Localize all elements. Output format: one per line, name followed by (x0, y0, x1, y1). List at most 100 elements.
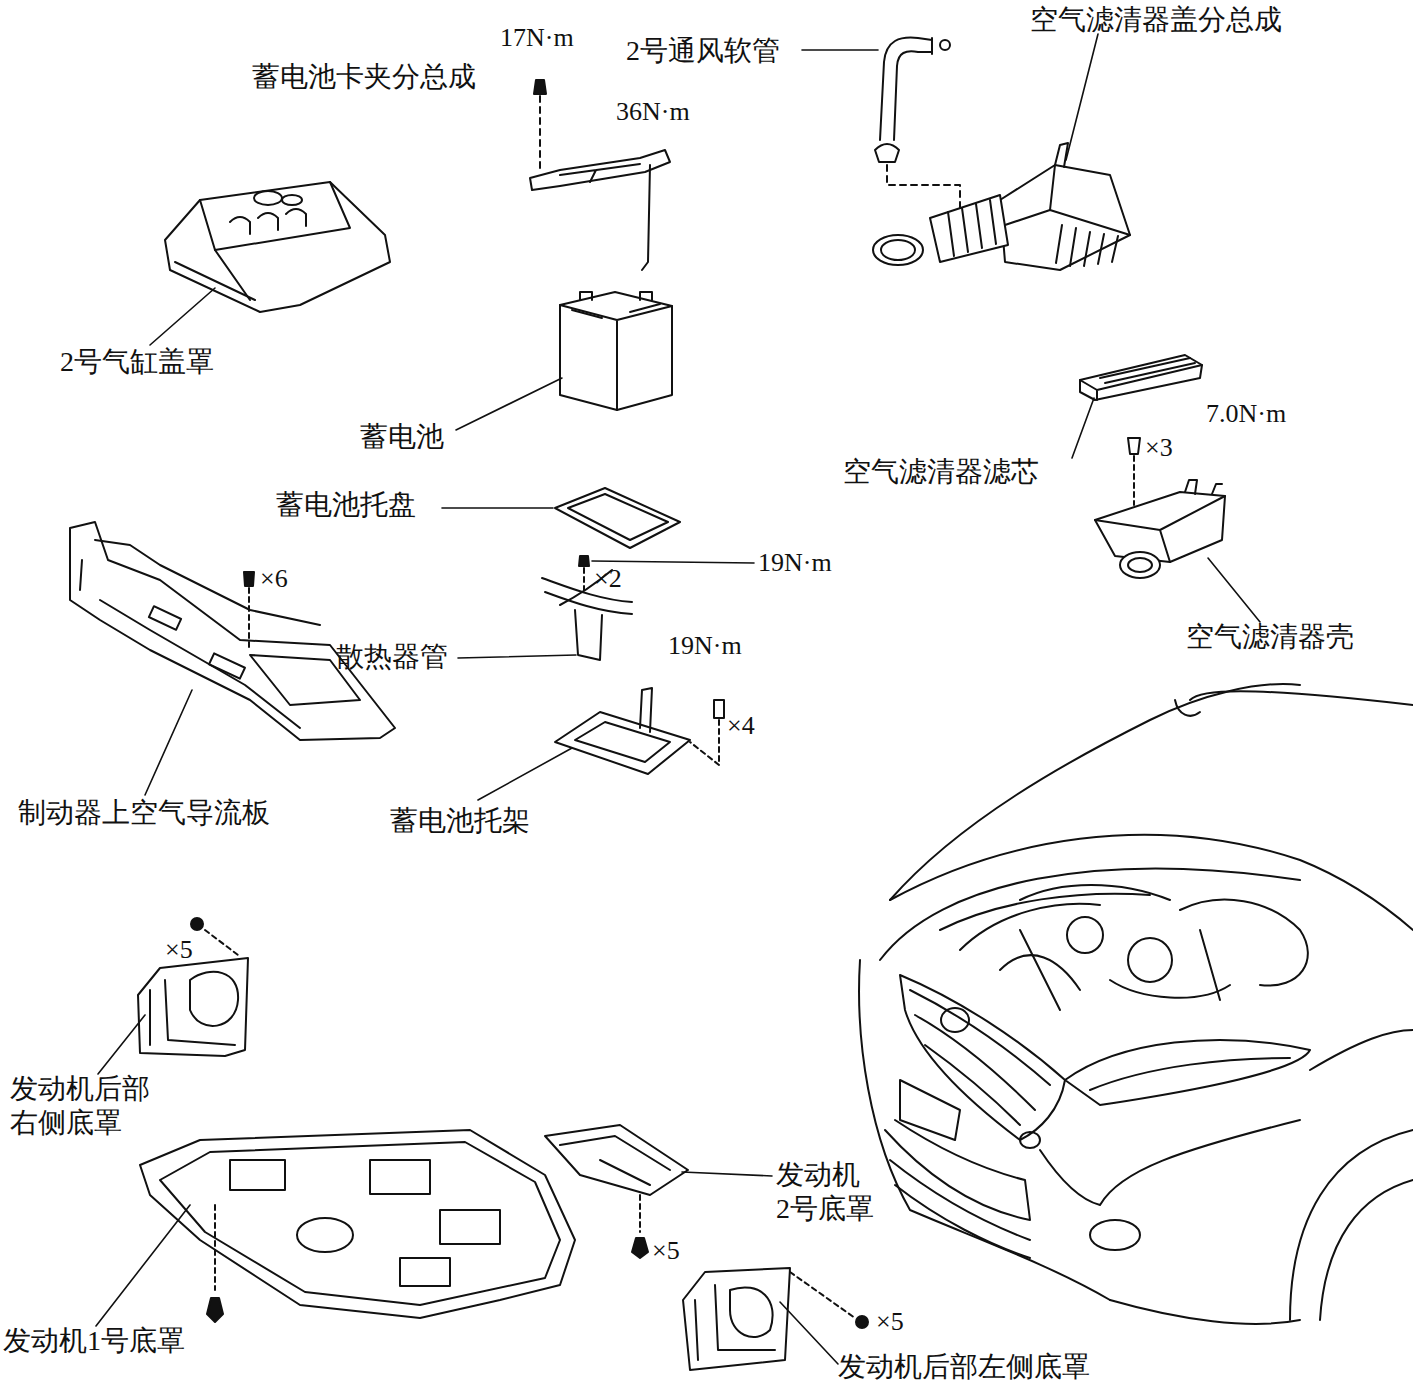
part-label: 发动机1号底罩 (3, 1324, 185, 1358)
leader-lines (1072, 398, 1094, 458)
torque-value: 19N·m (668, 630, 742, 661)
torque-value: 19N·m (758, 547, 832, 578)
air-cleaner-case (1095, 492, 1225, 562)
car-front (1090, 1058, 1290, 1090)
battery-tray (555, 488, 680, 548)
battery (572, 304, 660, 318)
cylinder-head-cover (215, 250, 250, 300)
air-cleaner-case (1128, 558, 1152, 572)
part-label: 散热器管 (336, 640, 448, 674)
car-front (1310, 1030, 1413, 1070)
car-front (1180, 900, 1308, 986)
air-cleaner-cap (948, 200, 996, 256)
cylinder-head-cover (282, 195, 302, 205)
leader-lines (478, 748, 572, 800)
air-cleaner-case (1128, 438, 1140, 454)
battery (580, 292, 652, 300)
car-front (1040, 1120, 1300, 1205)
battery-clamp (534, 80, 546, 94)
engine-under-cover-1 (440, 1210, 500, 1244)
battery-tray (568, 494, 668, 540)
leader-lines (682, 1172, 772, 1176)
air-cleaner-cap (930, 195, 1008, 262)
car-front (940, 894, 1150, 930)
quantity: ×6 (260, 563, 288, 594)
air-cleaner-cap (1056, 225, 1118, 266)
part-label: 发动机后部 右侧底罩 (10, 1072, 150, 1139)
ventilation-hose (875, 38, 960, 210)
part-label: 空气滤清器盖分总成 (1030, 3, 1282, 37)
battery (560, 292, 672, 410)
cylinder-head-cover (200, 182, 350, 250)
air-cleaner-case (1185, 480, 1222, 494)
battery-bracket (555, 712, 690, 774)
car-front (1110, 1300, 1300, 1324)
leader-lines (96, 34, 1260, 1364)
engine-under-cover-1 (230, 1160, 285, 1190)
air-guide-plate (248, 588, 250, 650)
battery (560, 292, 672, 410)
car-front (859, 684, 1413, 1324)
cylinder-head-cover (175, 262, 255, 300)
quantity: ×5 (876, 1306, 904, 1337)
quantity: ×4 (727, 710, 755, 741)
rear-right-under-cover (205, 930, 238, 955)
battery-bracket (640, 688, 652, 732)
car-front (1290, 1130, 1413, 1320)
rear-right-under-cover (138, 958, 248, 1056)
leader-lines (780, 1302, 838, 1364)
ventilation-hose (931, 38, 933, 54)
part-label: 蓄电池托架 (390, 804, 530, 838)
engine-under-cover-2 (639, 1195, 641, 1232)
car-front (910, 990, 1050, 1125)
air-filter-element (1100, 358, 1195, 383)
air-guide-plate (70, 522, 395, 740)
car-front (1020, 1132, 1040, 1148)
part-label: 蓄电池托盘 (276, 488, 416, 522)
car-front (1175, 700, 1200, 716)
leader-lines (1208, 558, 1260, 622)
part-label: 蓄电池卡夹分总成 (252, 60, 476, 94)
car-front (1020, 930, 1220, 1010)
battery (560, 305, 672, 410)
air-guide-plate (244, 572, 254, 586)
rear-left-under-cover (856, 1316, 868, 1328)
radiator-pipe (583, 568, 585, 590)
car-front (1190, 691, 1413, 705)
car-front (880, 869, 1300, 960)
air-guide-plate (149, 606, 181, 630)
leader-lines (98, 1015, 145, 1074)
rear-left-under-cover (695, 1285, 775, 1360)
leader-lines (442, 507, 553, 509)
part-label: 空气滤清器滤芯 (843, 455, 1039, 489)
battery-clamp (539, 96, 541, 172)
car-front (941, 1008, 969, 1032)
leader-lines (802, 49, 878, 51)
air-guide-plate (80, 560, 300, 728)
car-front (890, 835, 1413, 930)
car-front (859, 960, 1110, 1300)
ventilation-hose (887, 165, 960, 210)
part-label: 蓄电池 (360, 420, 444, 454)
part-label: 2号通风软管 (626, 34, 780, 68)
torque-value: 36N·m (616, 96, 690, 127)
quantity: ×5 (165, 934, 193, 965)
car-front (890, 684, 1300, 900)
engine-under-cover-2 (632, 1238, 648, 1258)
car-front (900, 975, 1065, 1140)
air-cleaner-cap (873, 143, 1130, 270)
leader-lines (456, 378, 562, 430)
leader-lines (1066, 34, 1098, 160)
ventilation-hose (940, 40, 950, 50)
ventilation-hose (875, 144, 899, 162)
car-front (1128, 938, 1172, 982)
air-cleaner-case (1095, 496, 1225, 562)
battery-clamp (560, 164, 640, 182)
cylinder-head-cover (165, 182, 390, 312)
part-label: 制动器上空气导流板 (18, 796, 270, 830)
battery-bracket (575, 722, 670, 762)
air-cleaner-cap (1055, 143, 1068, 167)
car-front (1000, 955, 1230, 998)
quantity: ×5 (652, 1235, 680, 1266)
